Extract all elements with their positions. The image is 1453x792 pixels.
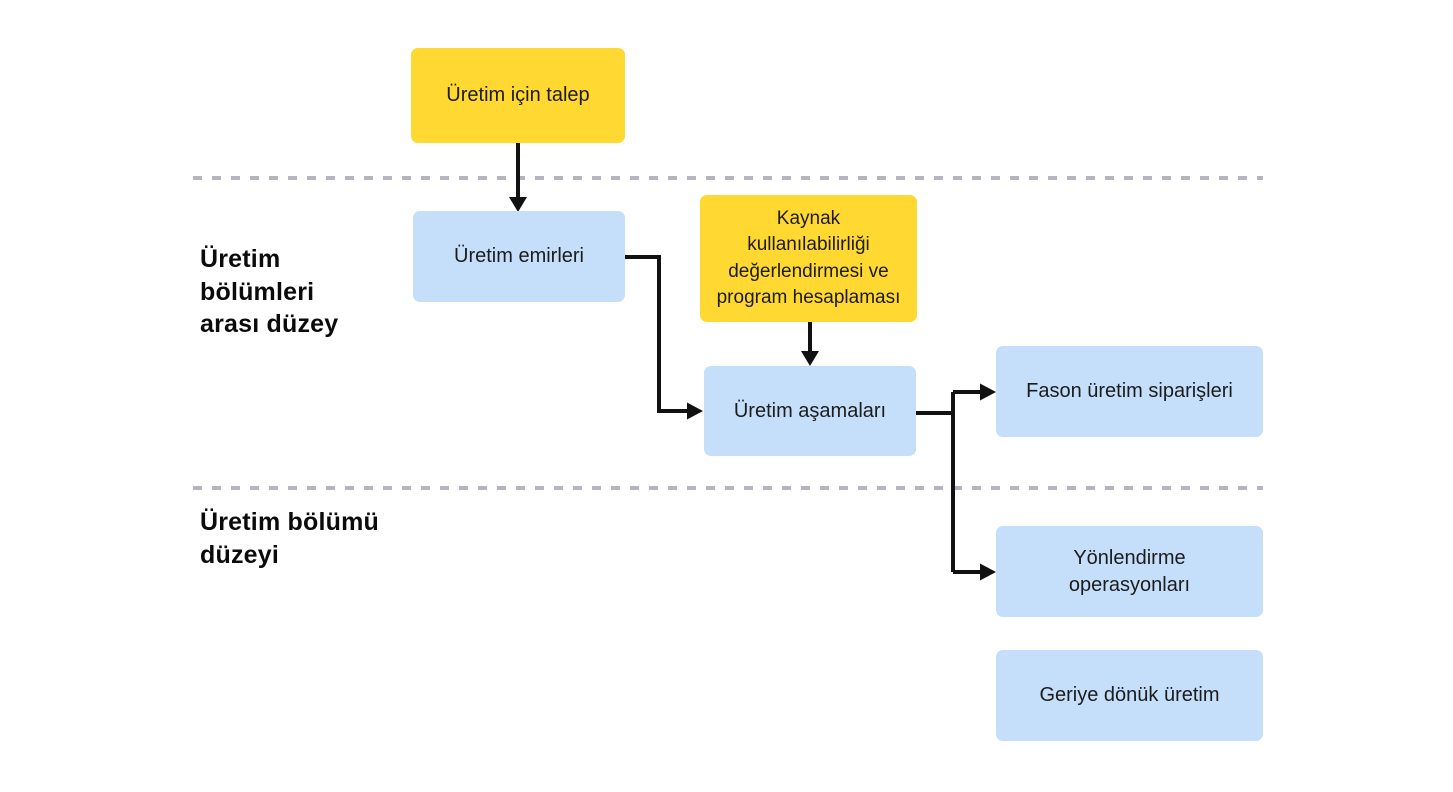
section-divider-bottom: [193, 486, 1263, 490]
arrowhead-resource-to-stages: [801, 351, 819, 366]
arrowhead-orders-to-stages: [687, 402, 703, 420]
node-production-stages: Üretim aşamaları: [704, 366, 916, 456]
node-production-orders: Üretim emirleri: [413, 211, 625, 302]
section-divider-top: [193, 176, 1263, 180]
node-subcontract-production-orders: Fason üretim siparişleri: [996, 346, 1263, 437]
node-backflush-production: Geriye dönük üretim: [996, 650, 1263, 741]
arrowhead-branch-to-subcontract: [980, 383, 996, 401]
arrow-orders-to-stages: [625, 255, 688, 413]
arrowhead-demand-to-orders: [509, 197, 527, 212]
node-demand-for-production: Üretim için talep: [411, 48, 625, 143]
node-resource-availability-assessment: Kaynak kullanılabilirliği değerlendirmes…: [700, 195, 917, 322]
section-label-inter-department-level: Üretim bölümleri arası düzey: [200, 245, 339, 338]
node-routing-operations: Yönlendirme operasyonları: [996, 526, 1263, 617]
section-label-department-level: Üretim bölümü düzeyi: [200, 508, 379, 569]
arrowhead-branch-to-routing: [980, 563, 996, 581]
